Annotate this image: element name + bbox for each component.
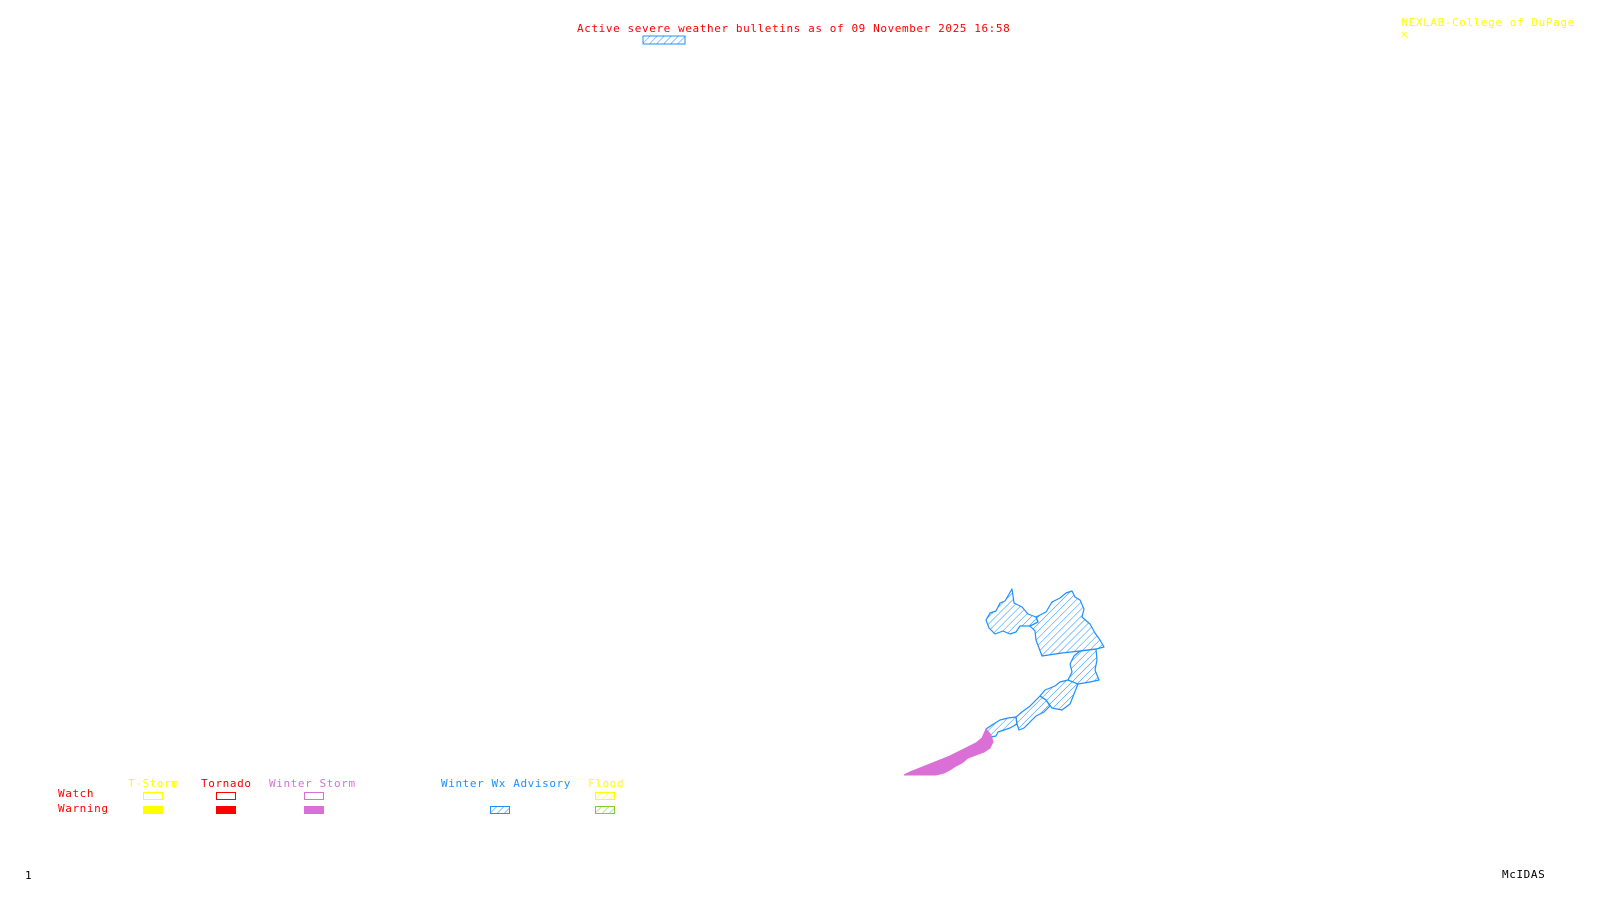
frame-number: 1 [25,869,33,882]
legend-header-tornado: Tornado [201,777,252,790]
credit-text: NEXLAB-College of DuPage [1401,16,1575,29]
swatch-winter-storm-watch [304,792,324,800]
swatch-flood-watch [595,792,615,800]
swatch-tstorm-warning [143,806,163,814]
swatch-tornado-warning [216,806,236,814]
swatch-tornado-watch [216,792,236,800]
legend-header-winter-wx-advisory: Winter Wx Advisory [441,777,572,790]
swatch-flood-warning [595,806,615,814]
legend-row-warning: Warning [58,802,109,815]
page-title: Active severe weather bulletins as of 09… [577,22,1011,35]
swatch-tstorm-watch [143,792,163,800]
swatch-winter-storm-warning [304,806,324,814]
legend-row-watch: Watch [58,787,95,800]
advisory-zone-northwest [985,588,1039,635]
software-label: McIDAS [1502,868,1546,881]
credit-label: NEXLAB-College of DuPage ⇱ [1387,5,1575,41]
cursor-arrow-icon: ⇱ [1401,28,1409,41]
swatch-winter-wx-advisory [490,806,510,814]
legend-header-tstorm: T-Storm [128,777,179,790]
winter-storm-warning-area [903,728,994,776]
advisory-zone-south [1015,695,1051,731]
advisory-zone-east [1067,648,1100,685]
title-advisory-swatch [642,35,686,45]
legend-header-winter-storm: Winter Storm [269,777,356,790]
winter-wx-advisory-area [985,588,1105,738]
legend-header-flood: Flood [588,777,625,790]
advisory-zone-northeast [1029,590,1105,657]
